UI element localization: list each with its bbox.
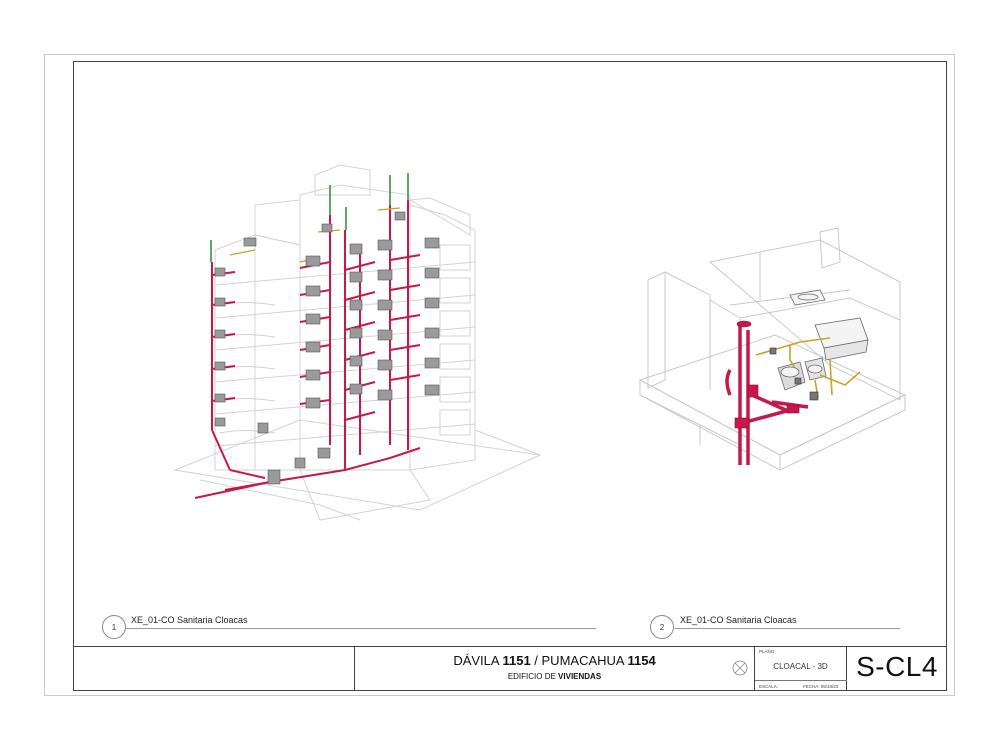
view-2-caption: XE_01-CO Sanitaria Cloacas <box>680 615 797 625</box>
title-block-plano-cell: PLANO: CLOACAL - 3D ESCALA: FECHA: 05/18… <box>754 647 846 691</box>
project-subtitle: EDIFICIO DE VIVIENDAS <box>507 672 602 681</box>
bathroom-drain-fittings <box>734 320 800 429</box>
vent-pipes <box>210 173 409 262</box>
plano-caption: PLANO: <box>759 649 776 654</box>
project-title: DÁVILA 1151 / PUMACAHUA 1154 <box>453 653 656 668</box>
view-1-number-badge: 1 <box>102 615 126 639</box>
room-outline <box>638 227 907 471</box>
bathroom-fixtures <box>777 289 869 391</box>
building-isometric-view <box>173 164 542 521</box>
bathroom-valves <box>769 347 819 401</box>
title-block-blank-cell <box>73 647 354 691</box>
plano-escala-divider <box>755 680 847 681</box>
title-block-project-cell: DÁVILA 1151 / PUMACAHUA 1154 EDIFICIO DE… <box>354 647 754 691</box>
view-1-caption-rule <box>126 628 596 629</box>
escala-caption: ESCALA: <box>759 684 779 689</box>
sheet-inner-border <box>73 61 947 691</box>
bathroom-drain-pipes <box>725 325 809 465</box>
sheet-outer-border <box>44 54 955 696</box>
view-1-caption: XE_01-CO Sanitaria Cloacas <box>131 615 248 625</box>
drain-pipes <box>194 200 421 499</box>
compass-stamp-icon <box>732 660 748 676</box>
view-2-number-badge: 2 <box>650 615 674 639</box>
bathroom-isometric-view <box>638 227 907 471</box>
title-block-sheet-cell: S-CL4 <box>846 647 947 691</box>
fecha-caption: FECHA: 05/18/23 <box>803 684 839 689</box>
view-2-caption-rule <box>675 628 900 629</box>
fixtures <box>214 211 440 485</box>
plano-name: CLOACAL - 3D <box>773 662 828 671</box>
title-block: DÁVILA 1151 / PUMACAHUA 1154 EDIFICIO DE… <box>73 646 947 691</box>
sheet-number: S-CL4 <box>856 651 938 682</box>
